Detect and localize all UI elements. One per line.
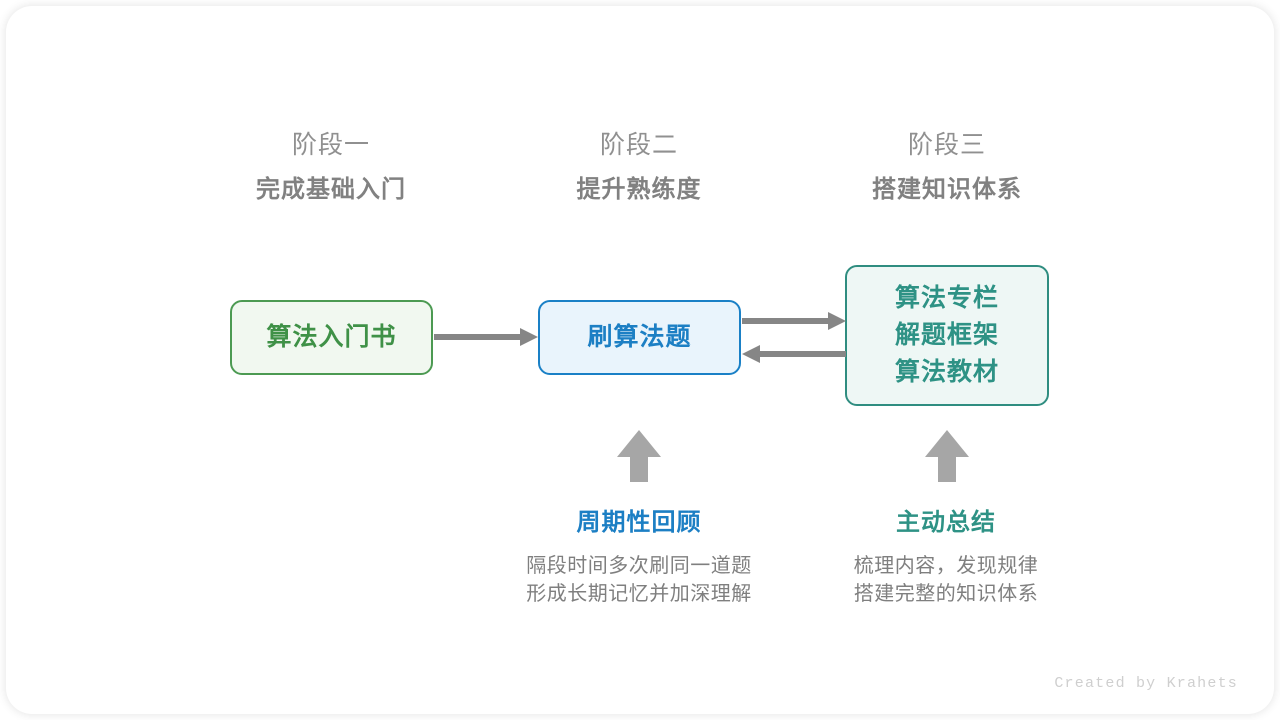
credit-text: Created by Krahets [1054, 675, 1238, 692]
stage-2-title: 提升熟练度 [576, 176, 702, 203]
note-active-summary: 主动总结 梳理内容，发现规律 搭建完整的知识体系 [781, 507, 1111, 608]
note-review-body-line-1: 隔段时间多次刷同一道题 [526, 555, 752, 577]
arrow-head-left [742, 345, 760, 363]
stage-header-1: 阶段一 完成基础入门 [201, 128, 461, 207]
note-summary-body-line-2: 搭建完整的知识体系 [853, 583, 1039, 605]
stage-3-title: 搭建知识体系 [872, 176, 1022, 203]
arrow-head-right [828, 312, 846, 330]
arrow-up-head [925, 430, 969, 457]
arrow-up-summary-icon [925, 430, 969, 482]
note-review-body-line-2: 形成长期记忆并加深理解 [526, 583, 752, 605]
node-knowledge-system[interactable]: 算法专栏 解题框架 算法教材 [845, 265, 1049, 406]
node-practice-problems[interactable]: 刷算法题 [538, 300, 741, 375]
note-summary-title: 主动总结 [896, 509, 996, 536]
note-summary-body-line-1: 梳理内容，发现规律 [853, 555, 1039, 577]
note-periodic-review: 周期性回顾 隔段时间多次刷同一道题 形成长期记忆并加深理解 [474, 507, 804, 608]
arrow-shaft [434, 334, 522, 340]
stage-3-number: 阶段三 [907, 131, 986, 159]
arrow-book-to-practice-icon [434, 326, 538, 348]
node-system-line-3: 算法教材 [894, 358, 999, 386]
arrow-up-head [617, 430, 661, 457]
node-system-line-2: 解题框架 [894, 321, 999, 349]
node-book-line-1: 算法入门书 [266, 323, 397, 351]
arrow-shaft [758, 351, 846, 357]
arrow-up-shaft [938, 456, 956, 482]
arrow-up-shaft [630, 456, 648, 482]
note-review-body: 隔段时间多次刷同一道题 形成长期记忆并加深理解 [474, 552, 804, 608]
arrow-practice-to-system-icon [742, 310, 846, 332]
stage-header-3: 阶段三 搭建知识体系 [817, 128, 1077, 207]
stage-header-2: 阶段二 提升熟练度 [509, 128, 769, 207]
arrow-shaft [742, 318, 830, 324]
note-review-title: 周期性回顾 [576, 509, 702, 536]
arrow-system-to-practice-icon [742, 343, 846, 365]
arrow-head-right [520, 328, 538, 346]
node-system-line-1: 算法专栏 [894, 284, 999, 312]
stage-1-number: 阶段一 [291, 131, 370, 159]
stage-2-number: 阶段二 [599, 131, 678, 159]
stage-1-title: 完成基础入门 [256, 176, 406, 203]
note-summary-body: 梳理内容，发现规律 搭建完整的知识体系 [781, 552, 1111, 608]
node-practice-line-1: 刷算法题 [587, 323, 692, 351]
arrow-up-review-icon [617, 430, 661, 482]
node-algorithm-intro-book[interactable]: 算法入门书 [230, 300, 433, 375]
